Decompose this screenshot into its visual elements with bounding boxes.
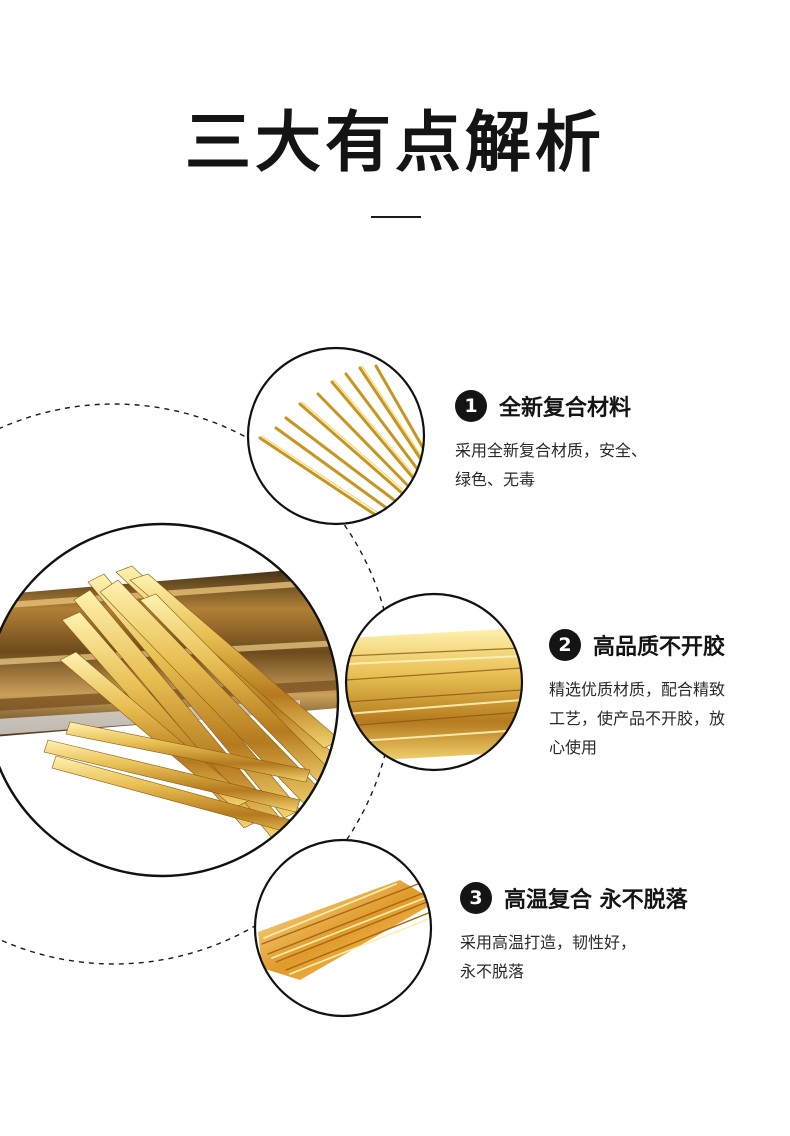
page-title: 三大有点解析: [185, 104, 605, 181]
big-product-photo: [0, 524, 338, 876]
description-line: 工艺，使产品不开胶，放: [549, 709, 726, 728]
description-line: 永不脱落: [460, 962, 525, 981]
feature-1-photo: [248, 348, 424, 524]
description-line: 采用高温打造，韧性好，: [460, 933, 637, 952]
description-line: 采用全新复合材质，安全、: [455, 441, 648, 460]
feature-description: 采用高温打造，韧性好， 永不脱落: [460, 928, 688, 986]
feature-title: 高品质不开胶: [593, 635, 726, 660]
feature-title: 全新复合材料: [499, 396, 632, 421]
feature-number-badge: 3: [460, 882, 492, 914]
description-line: 绿色、无毒: [455, 470, 536, 489]
feature-number-badge: 2: [549, 629, 581, 661]
feature-description: 采用全新复合材质，安全、 绿色、无毒: [455, 436, 647, 494]
description-line: 精选优质材质，配合精致: [549, 680, 726, 699]
feature-3-photo: [255, 840, 431, 1016]
feature-2-photo: [346, 594, 522, 770]
feature-title: 高温复合 永不脱落: [504, 888, 688, 913]
feature-3: 3 高温复合 永不脱落 采用高温打造，韧性好， 永不脱落: [460, 880, 688, 986]
feature-description: 精选优质材质，配合精致 工艺，使产品不开胶，放 心使用: [549, 675, 725, 762]
description-line: 心使用: [549, 738, 598, 757]
feature-1: 1 全新复合材料 采用全新复合材质，安全、 绿色、无毒: [455, 388, 647, 494]
feature-number-badge: 1: [455, 390, 487, 422]
title-underline: [371, 216, 421, 218]
feature-2: 2 高品质不开胶 精选优质材质，配合精致 工艺，使产品不开胶，放 心使用: [549, 627, 725, 762]
